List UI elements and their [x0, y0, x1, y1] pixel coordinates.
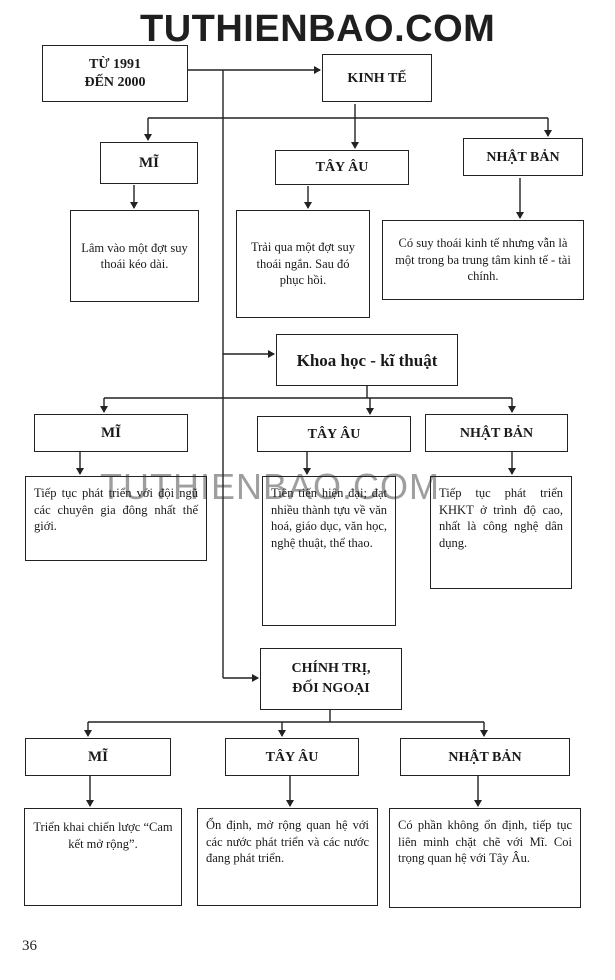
politics-western-europe-desc-text: Ổn định, mở rộng quan hệ với các nước ph…: [206, 818, 369, 865]
economy-us-desc: Lâm vào một đợt suy thoái kéo dài.: [70, 210, 199, 302]
science-region-western-europe: TÂY ÂU: [257, 416, 411, 452]
economy-region-western-europe: TÂY ÂU: [275, 150, 409, 185]
section-science-label: Khoa học - kĩ thuật: [296, 350, 438, 370]
economy-region-us-label: MĨ: [139, 154, 159, 171]
root-period-box: TỪ 1991 ĐẾN 2000: [42, 45, 188, 102]
politics-western-europe-desc: Ổn định, mở rộng quan hệ với các nước ph…: [197, 808, 378, 906]
politics-region-us-label: MĨ: [88, 748, 108, 765]
economy-region-us: MĨ: [100, 142, 198, 184]
root-period-line2: ĐẾN 2000: [84, 74, 146, 90]
science-western-europe-desc-text: Tiên tiến hiện đại; đạt nhiều thành tựu …: [271, 486, 387, 550]
root-period-line1: TỪ 1991: [89, 56, 141, 72]
section-economy-title: KINH TẾ: [322, 54, 432, 102]
politics-region-us: MĨ: [25, 738, 171, 776]
science-region-us: MĨ: [34, 414, 188, 452]
politics-us-desc: Triển khai chiến lược “Cam kết mở rộng”.: [24, 808, 182, 906]
economy-region-japan-label: NHẬT BẢN: [486, 149, 560, 165]
science-us-desc-text: Tiếp tục phát triển với đội ngũ các chuy…: [34, 486, 198, 533]
politics-japan-desc: Có phần không ổn định, tiếp tục liên min…: [389, 808, 581, 908]
science-japan-desc: Tiếp tục phát triển KHKT ở trình độ cao,…: [430, 476, 572, 589]
science-us-desc: Tiếp tục phát triển với đội ngũ các chuy…: [25, 476, 207, 561]
economy-japan-desc: Có suy thoái kinh tế nhưng vẫn là một tr…: [382, 220, 584, 300]
economy-us-desc-text: Lâm vào một đợt suy thoái kéo dài.: [81, 240, 188, 272]
section-science-title: Khoa học - kĩ thuật: [276, 334, 458, 386]
economy-western-europe-desc: Trải qua một đợt suy thoái ngắn. Sau đó …: [236, 210, 370, 318]
economy-western-europe-desc-text: Trải qua một đợt suy thoái ngắn. Sau đó …: [250, 240, 356, 288]
section-politics-title: CHÍNH TRỊ, ĐỐI NGOẠI: [260, 648, 402, 710]
economy-japan-desc-text: Có suy thoái kinh tế nhưng vẫn là một tr…: [395, 236, 571, 284]
politics-region-japan-label: NHẬT BẢN: [448, 749, 522, 765]
science-western-europe-desc: Tiên tiến hiện đại; đạt nhiều thành tựu …: [262, 476, 396, 626]
science-region-japan-label: NHẬT BẢN: [459, 425, 534, 441]
science-region-japan: NHẬT BẢN: [425, 414, 568, 452]
politics-region-western-europe: TÂY ÂU: [225, 738, 359, 776]
politics-region-japan: NHẬT BẢN: [400, 738, 570, 776]
section-economy-label: KINH TẾ: [347, 70, 407, 86]
politics-us-desc-text: Triển khai chiến lược “Cam kết mở rộng”.: [33, 820, 173, 851]
science-japan-desc-text: Tiếp tục phát triển KHKT ở trình độ cao,…: [439, 486, 563, 550]
section-politics-label-line2: ĐỐI NGOẠI: [292, 681, 370, 696]
page-number: 36: [22, 938, 37, 954]
economy-region-japan: NHẬT BẢN: [463, 138, 583, 176]
economy-region-western-europe-label: TÂY ÂU: [315, 160, 369, 175]
politics-region-western-europe-label: TÂY ÂU: [265, 749, 319, 765]
section-politics-label-line1: CHÍNH TRỊ,: [291, 661, 371, 676]
watermark-top: TUTHIENBAO.COM: [140, 8, 496, 50]
politics-japan-desc-text: Có phần không ổn định, tiếp tục liên min…: [398, 818, 572, 865]
science-region-western-europe-label: TÂY ÂU: [307, 426, 361, 442]
science-region-us-label: MĨ: [101, 424, 121, 441]
